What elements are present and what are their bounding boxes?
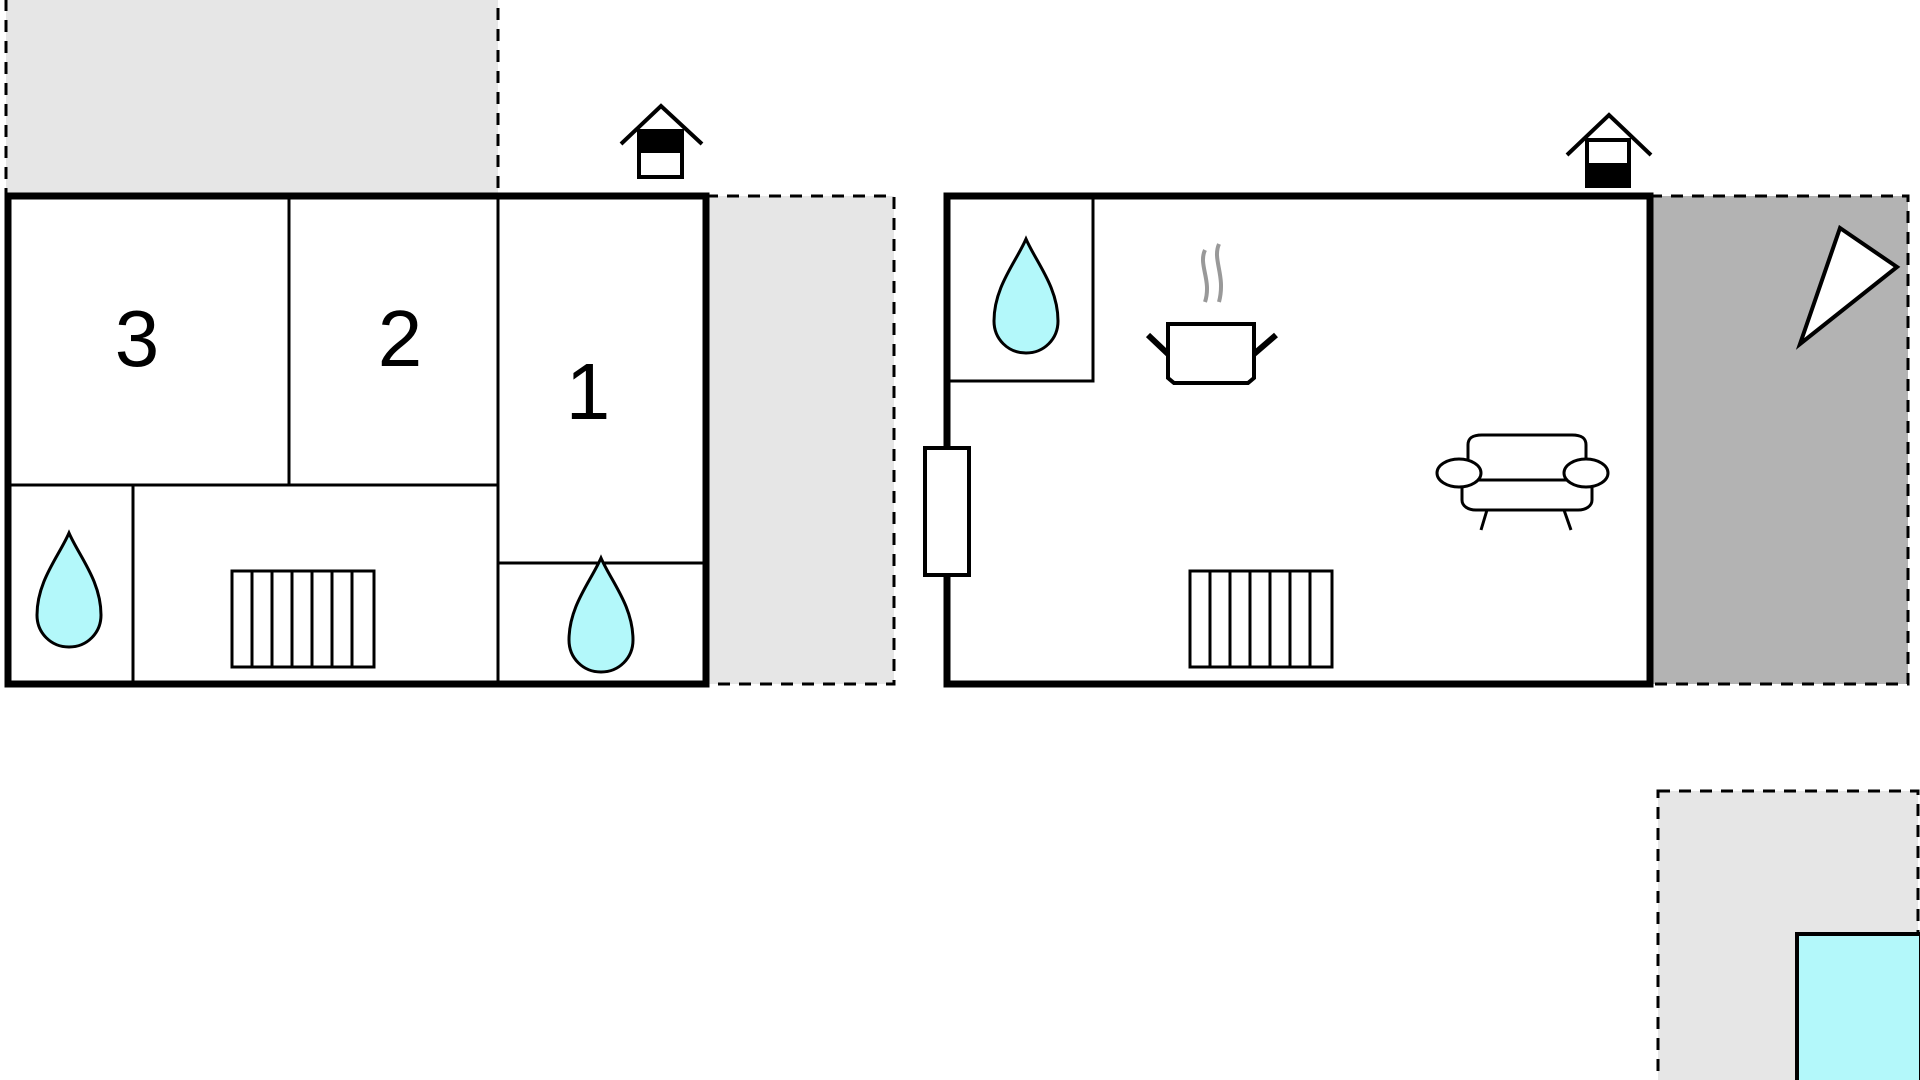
room-number-3: 3 (115, 294, 160, 383)
pool (1795, 932, 1920, 1080)
door-icon-frame (923, 446, 971, 577)
heater-icon (230, 569, 376, 669)
cooking-pot-icon (1145, 243, 1278, 385)
outdoor-area-top-left (4, 0, 500, 196)
terrace-direction-icon (1795, 224, 1901, 350)
chimney-icon (1565, 112, 1653, 188)
room-number-2: 2 (378, 294, 423, 383)
bathroom-wall (947, 196, 1095, 383)
sofa-icon (1435, 433, 1610, 531)
chimney-icon (619, 103, 704, 179)
outdoor-area-between-buildings (704, 194, 896, 686)
heater-icon (1188, 569, 1334, 669)
room-number-1: 1 (566, 347, 611, 436)
